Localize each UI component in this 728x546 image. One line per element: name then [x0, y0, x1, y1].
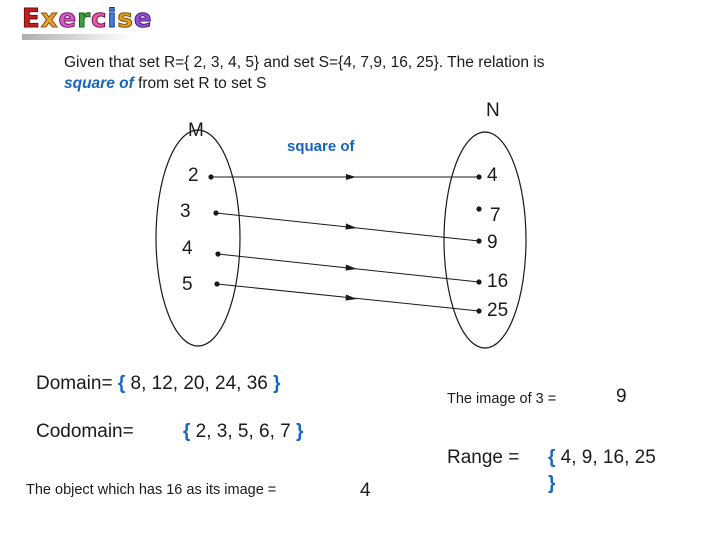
domain-open-brace: { — [117, 373, 126, 394]
codomain-close-brace: } — [296, 421, 304, 442]
problem-statement-line1: Given that set R={ 2, 3, 4, 5} and set S… — [64, 54, 545, 71]
codomain-element: 4 — [487, 165, 498, 186]
domain-element: 2 — [188, 165, 199, 186]
domain-element: 3 — [180, 201, 191, 222]
codomain-element: 9 — [487, 232, 498, 253]
image-of-3-value: 9 — [616, 386, 627, 407]
set-n-label: N — [486, 100, 500, 121]
codomain-open-brace: { — [183, 421, 191, 442]
problem-statement-rest: from set R to set S — [133, 75, 267, 92]
set-m-label: M — [188, 120, 204, 141]
exercise-title: Exercise — [22, 4, 153, 35]
codomain-element: 16 — [487, 271, 509, 292]
codomain-answer: { 2, 3, 5, 6, 7 } — [183, 421, 303, 443]
arrowhead-5-to-25 — [345, 294, 357, 301]
codomain-element: 25 — [487, 300, 509, 321]
domain-element: 4 — [182, 238, 193, 259]
domain-element: 5 — [182, 274, 193, 295]
codomain-element: 7 — [490, 205, 501, 226]
relation-name: square of — [64, 75, 134, 92]
range-close-brace: } — [548, 473, 556, 494]
arrowhead-2-to-4 — [346, 174, 356, 180]
range-values: 4, 9, 16, 25 — [555, 447, 656, 468]
domain-close-brace: } — [273, 373, 281, 394]
problem-statement-line2: square of from set R to set S — [64, 75, 266, 93]
domain-values: 8, 12, 20, 24, 36 — [125, 373, 274, 394]
range-label: Range = — [447, 447, 520, 468]
domain-label: Domain= — [36, 373, 113, 394]
image-of-3-label: The image of 3 = — [447, 391, 557, 407]
arrowhead-3-to-9 — [345, 223, 357, 230]
relation-label: square of — [287, 138, 355, 155]
object-of-16-value: 4 — [360, 480, 371, 501]
title-underline — [22, 34, 132, 40]
dot-n-7 — [476, 206, 482, 212]
domain-answer: Domain= { 8, 12, 20, 24, 36 } — [36, 373, 281, 395]
codomain-values: 2, 3, 5, 6, 7 — [190, 421, 297, 442]
set-n-ellipse — [443, 131, 527, 349]
range-open-brace: { — [548, 447, 556, 468]
set-m-ellipse — [155, 129, 241, 347]
range-close-brace-line: } — [548, 473, 555, 495]
object-of-16-label: The object which has 16 as its image = — [26, 482, 277, 498]
range-answer: { 4, 9, 16, 25 — [548, 447, 656, 469]
codomain-answer-label: Codomain= — [36, 421, 134, 442]
arrowhead-4-to-16 — [345, 264, 357, 271]
